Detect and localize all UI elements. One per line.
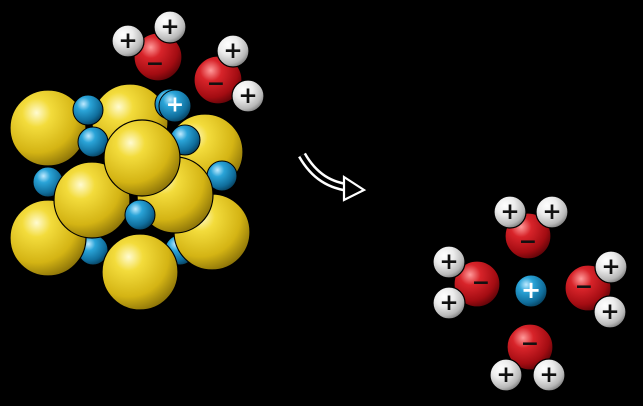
water-molecule: ++− [111, 10, 187, 82]
negative-charge: − [521, 332, 539, 357]
sodium-ion [72, 94, 104, 126]
hydrogen-atom [432, 245, 466, 279]
water-molecule: + +− [564, 250, 628, 329]
hydrated-sodium-ion-cluster: ++−++−++−++−+ [432, 195, 628, 392]
positive-charge: + [521, 276, 541, 304]
hydrogen-atom: + [535, 195, 569, 229]
water-molecule: + +− [489, 323, 566, 392]
hydrogen-atom [493, 195, 527, 229]
hydrogen-atom: + [532, 358, 566, 392]
positive-charge: + [439, 290, 458, 316]
hydrogen-atom [532, 358, 566, 392]
hydrogen-atom: + [111, 24, 145, 58]
chloride-ion [101, 233, 179, 311]
hydrogen-atom [111, 24, 145, 58]
hydrogen-atom: + [231, 79, 265, 113]
sodium-chloride-crystal: + [9, 83, 251, 311]
hydrogen-atom [153, 10, 187, 44]
positive-charge: + [601, 254, 620, 280]
chloride-ion [53, 161, 131, 239]
dissolved-sodium-ion: + [514, 274, 548, 308]
positive-charge: + [238, 83, 257, 109]
hydrogen-atom: + [216, 34, 250, 68]
positive-charge: + [600, 299, 619, 325]
hydrogen-atom: + [432, 245, 466, 279]
hydrogen-atom [594, 250, 628, 284]
water-molecule: + +− [432, 245, 501, 320]
chloride-ion [9, 89, 87, 167]
positive-charge: + [539, 362, 558, 388]
positive-charge: + [439, 249, 458, 275]
negative-charge: − [519, 230, 537, 255]
hydrogen-atom [593, 295, 627, 329]
arrow-head [342, 174, 367, 202]
hydrogen-atom: + [153, 10, 187, 44]
negative-charge: − [207, 72, 225, 97]
sodium-ion [124, 199, 156, 231]
water-molecule: ++− [193, 34, 265, 113]
positive-charge: + [166, 93, 184, 118]
oxygen-atom [453, 260, 501, 308]
chloride-ion [103, 119, 181, 197]
approaching-water-molecules: ++−++− [111, 10, 265, 113]
negative-charge: − [472, 271, 490, 296]
negative-charge: − [575, 275, 593, 300]
hydrogen-atom: + [594, 250, 628, 284]
hydrogen-atom [231, 79, 265, 113]
sodium-ion [158, 89, 192, 123]
negative-charge: − [146, 52, 164, 77]
positive-charge: + [223, 38, 242, 64]
hydrogen-atom: + [432, 286, 466, 320]
hydrogen-atom: + [489, 358, 523, 392]
hydrogen-atom: + [593, 295, 627, 329]
positive-charge: + [496, 362, 515, 388]
oxygen-atom [506, 323, 554, 371]
sodium-ion [77, 126, 109, 158]
water-molecule: + +− [493, 195, 569, 260]
hydrogen-atom [216, 34, 250, 68]
hydrogen-atom: + [493, 195, 527, 229]
positive-charge: + [118, 28, 137, 54]
positive-charge: + [542, 199, 561, 225]
sodium-ion [514, 274, 548, 308]
positive-charge: + [160, 14, 179, 40]
hydrogen-atom [535, 195, 569, 229]
hydrogen-atom [489, 358, 523, 392]
escaping-sodium-ion: + [158, 89, 192, 123]
curved-arrow-icon [298, 152, 367, 202]
hydrogen-atom [432, 286, 466, 320]
positive-charge: + [500, 199, 519, 225]
